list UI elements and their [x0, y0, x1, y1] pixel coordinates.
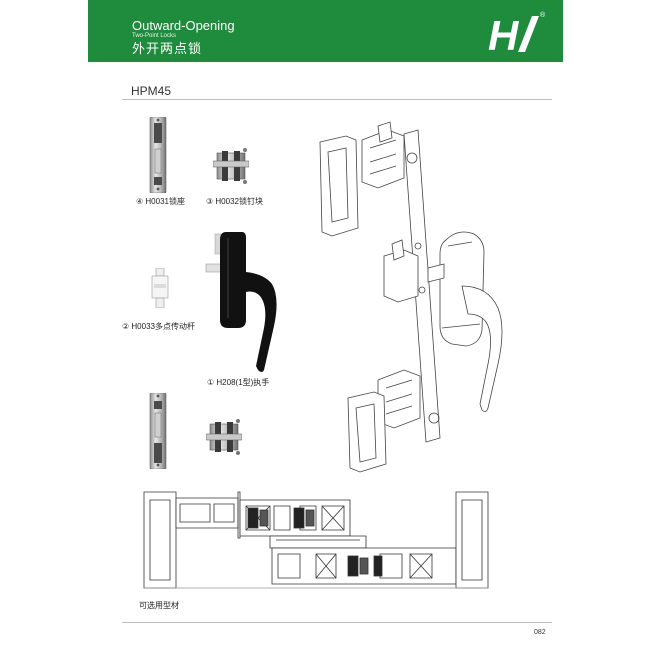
- profile-cross-section: [143, 491, 489, 589]
- header-title-cn: 外开两点锁: [132, 41, 203, 56]
- lock-pin-block-image: [213, 148, 249, 184]
- part-4-caption: ④ H0031锁座: [136, 197, 185, 206]
- profile-note: 可选用型材: [139, 601, 179, 610]
- bottom-divider: [122, 622, 552, 623]
- header-subtitle: Two-Point Locks: [132, 33, 177, 39]
- handle-image: [205, 232, 277, 372]
- lock-seat-image: [149, 117, 167, 193]
- exploded-assembly-diagram: [319, 121, 503, 473]
- header-banner: Outward-Opening Two-Point Locks 外开两点锁 H …: [88, 0, 563, 62]
- brand-logo: H: [488, 14, 539, 54]
- registered-mark: ®: [540, 12, 546, 19]
- top-divider: [122, 99, 552, 100]
- lock-seat-image-lower: [149, 393, 167, 469]
- lock-pin-block-image-lower: [206, 419, 242, 455]
- part-1-caption: ① H208(1型)执手: [207, 378, 270, 387]
- header-title: Outward-Opening: [132, 18, 235, 33]
- page-number: 082: [534, 629, 546, 636]
- part-3-caption: ③ H0032锁钉块: [206, 197, 263, 206]
- brand-logo-mark: H: [488, 14, 520, 54]
- part-2-caption: ② H0033多点传动杆: [122, 322, 195, 331]
- transmission-rod-image: [151, 268, 169, 308]
- model-number: HPM45: [131, 84, 172, 98]
